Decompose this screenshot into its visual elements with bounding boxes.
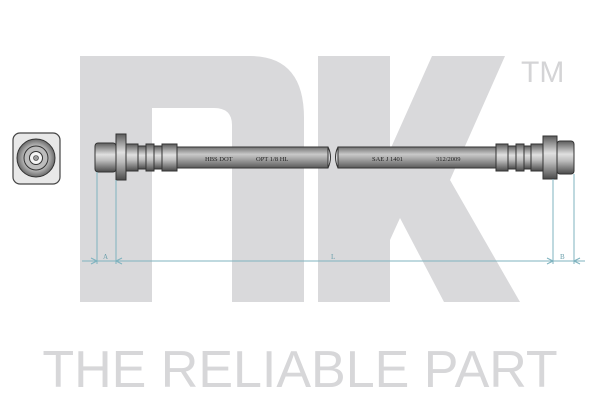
hose-marking-1: HBS DOT [205, 156, 233, 163]
left-fitting [94, 133, 178, 181]
hose-tube-left [176, 146, 329, 169]
dimension-lines [82, 172, 585, 265]
brand-tagline: THE RELIABLE PART [42, 341, 558, 399]
hose-tube-right [337, 146, 497, 169]
trademark-symbol: TM [521, 56, 565, 89]
hose-marking-2: OPT 1/8 HL [256, 156, 288, 163]
hose-marking-3: SAE J 1401 [372, 156, 403, 163]
dimension-b-label: B [560, 253, 565, 261]
nk-logo-k-shape [318, 56, 520, 302]
end-view-fitting [12, 132, 61, 185]
dimension-l-label: L [331, 253, 335, 261]
nk-logo [80, 56, 520, 302]
dimension-a-label: A [103, 253, 108, 261]
right-fitting [495, 135, 575, 180]
nk-logo-n-shape [80, 56, 304, 302]
hose-break-mark [327, 146, 339, 169]
brake-hose: HBS DOT OPT 1/8 HL SAE J 1401 312/2009 [94, 133, 575, 181]
hose-marking-4: 312/2009 [436, 156, 461, 163]
